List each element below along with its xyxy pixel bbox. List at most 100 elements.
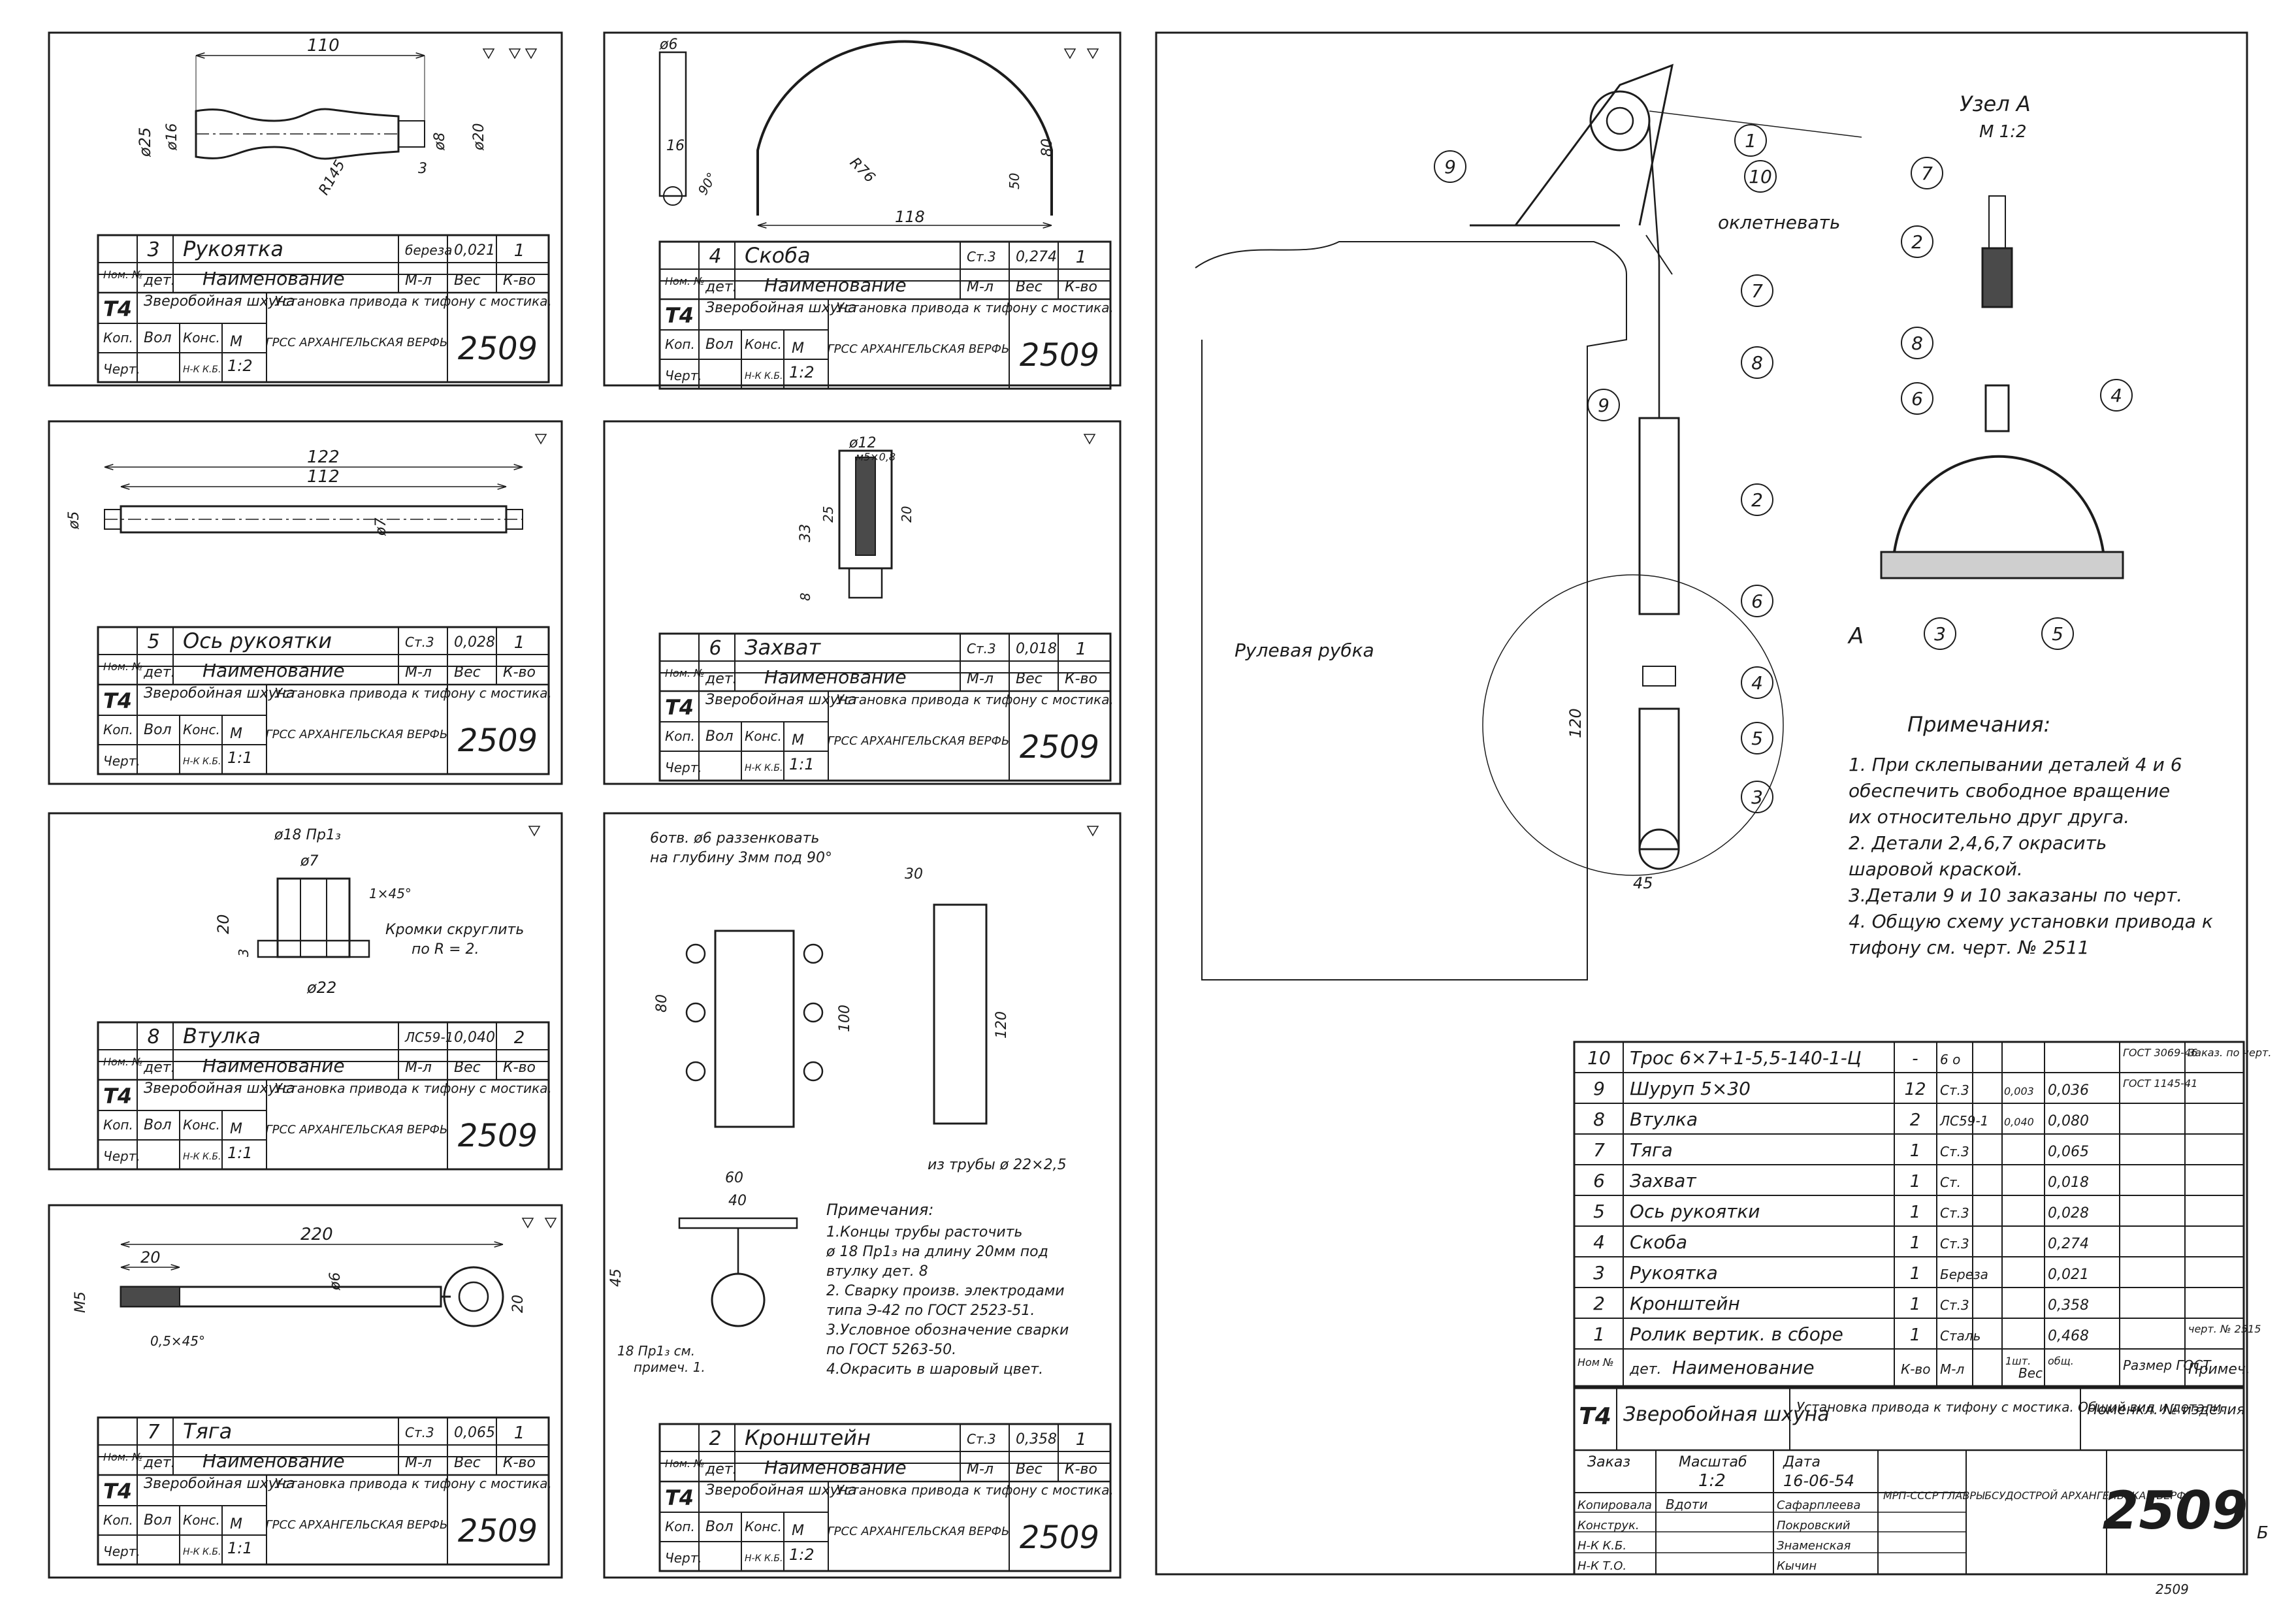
part-scale: 1:2 (789, 1546, 815, 1564)
ministry: МРП-СССР ГЛАВРЫБСУДОСТРОЙ АРХАНГЕЛЬСКАЯ … (1883, 1489, 2193, 1502)
callout-balloon (1744, 160, 1777, 193)
dim-height: 45 (608, 1269, 624, 1287)
header-material: М-л (405, 1455, 432, 1471)
note-line: ø 18 Пр1₃ на длину 20мм под (826, 1244, 1048, 1260)
callout-number: 3 (1934, 623, 1946, 645)
header-material: М-л (405, 272, 432, 289)
note-line: по ГОСТ 5263-50. (826, 1342, 956, 1358)
label-kop: Коп. (103, 1117, 133, 1133)
arrowhead (104, 464, 114, 470)
roller-outer (1589, 90, 1651, 152)
part-weight: 0,065 (454, 1425, 495, 1441)
header-qty: К-во (1065, 1461, 1097, 1478)
surface-finish-symbol (528, 826, 541, 837)
label-chert: Черт. (665, 760, 702, 775)
label-kop: Коп. (665, 336, 695, 352)
arrowhead (170, 1264, 180, 1271)
title-block-frame (658, 632, 1112, 782)
label-m: М (230, 334, 242, 350)
label-chert: Черт. (665, 1550, 702, 1566)
header-det: дет. (143, 664, 176, 681)
surface-finish-symbol (525, 48, 538, 59)
bracket-flange (678, 1217, 798, 1229)
spec-material: Ст.3 (1940, 1082, 1969, 1098)
spec-qty: 1 (1910, 1295, 1921, 1314)
part-scale: 1:1 (227, 1144, 253, 1162)
drawing-title: Установка привода к тифону с мостика. Об… (1796, 1399, 2225, 1415)
spec-weight-total: 0,080 (2048, 1113, 2089, 1129)
spec-name: Шуруп 5×30 (1630, 1078, 1751, 1099)
callout-balloon (1901, 327, 1933, 359)
label-m: М (230, 726, 242, 742)
arrowhead (1043, 222, 1052, 229)
spec-size: ГОСТ 3069-46 (2123, 1046, 2197, 1059)
header-material: М-л (405, 1060, 432, 1076)
header-name: Наименование (764, 274, 907, 296)
label-kop: Коп. (665, 728, 695, 744)
ship-code: Т4 (103, 1084, 132, 1109)
bolt-hole (685, 1002, 706, 1023)
signature: Вол (705, 728, 734, 745)
label-m: М (230, 1516, 242, 1532)
label-m: М (230, 1121, 242, 1137)
spec-material: Ст.3 (1940, 1144, 1969, 1159)
dim-diameter: ø16 (164, 123, 180, 151)
spec-size: ГОСТ 1145-41 (2123, 1077, 2197, 1090)
organisation: ГРСС АРХАНГЕЛЬСКАЯ ВЕРФЬ (266, 336, 448, 349)
label-kop: Коп. (103, 330, 133, 346)
part-name: Кронштейн (745, 1425, 871, 1450)
role-name: Покровский (1777, 1519, 1851, 1532)
cable-line (1648, 123, 1660, 418)
drawing-number: 2509 (1020, 1519, 1099, 1556)
signature: Вол (705, 1519, 734, 1535)
header-nom: Ном. № (665, 275, 705, 287)
part-number: 7 (147, 1421, 159, 1444)
panel-frame (603, 812, 1122, 1579)
header-weight: Вес (1016, 671, 1043, 687)
header-name: Наименование (764, 1457, 907, 1478)
spec-qty: 1 (1910, 1141, 1921, 1161)
label-m: М (792, 340, 804, 357)
label-nk: Н-К К.Б. (745, 371, 783, 381)
organisation: ГРСС АРХАНГЕЛЬСКАЯ ВЕРФЬ (828, 1525, 1010, 1538)
hole-note: 6отв. ø6 раззенковать (650, 830, 819, 847)
note-text: Кромки скруглить (385, 922, 524, 938)
dim-angle: 90° (695, 170, 720, 198)
stamp-number: 2509 (2156, 1581, 2189, 1597)
spec-material: Ст.3 (1940, 1297, 1969, 1313)
roller-inner (1606, 106, 1634, 135)
callout-number: 4 (2110, 385, 2122, 406)
drawing-title: Установка привода к тифону с мостика. (274, 293, 552, 309)
dim-diameter: ø25 (136, 127, 154, 157)
surface-finish-symbol (544, 1218, 557, 1229)
note-line: тифону см. черт. № 2511 (1849, 937, 2090, 958)
spec-qty: 1 (1910, 1264, 1921, 1284)
spec-note: Заказ. по черт. (2188, 1046, 2271, 1059)
organisation: ГРСС АРХАНГЕЛЬСКАЯ ВЕРФЬ (828, 734, 1010, 748)
nomenclature: Номенкл. № изделия (2087, 1402, 2245, 1418)
dim-length: 220 (300, 1225, 333, 1244)
node-a-letter: А (1847, 623, 1864, 649)
dim-height: 100 (837, 1005, 853, 1032)
note-line: шаровой краской. (1849, 858, 2023, 880)
spec-name: Втулка (1630, 1109, 1698, 1130)
node-a-title: Узел А (1960, 91, 2031, 116)
header-qty: К-во (503, 1455, 536, 1471)
spec-qty: 12 (1904, 1080, 1926, 1099)
label-kons: Конс. (183, 722, 220, 737)
dim-height: 20 (899, 506, 914, 523)
spec-material: Береза (1940, 1267, 1988, 1282)
title-block-frame (658, 1423, 1112, 1572)
part-material: Ст.3 (967, 641, 996, 656)
label-chert: Черт. (103, 753, 140, 769)
header-det: дет. (143, 1455, 176, 1471)
header-det: дет. (705, 671, 737, 687)
part-number: 8 (147, 1026, 159, 1048)
drawing-number: 2509 (458, 1118, 538, 1154)
part-material: ЛС59-1 (404, 1029, 453, 1045)
grip-stem (848, 567, 883, 599)
label-nk: Н-К К.Б. (745, 763, 783, 773)
